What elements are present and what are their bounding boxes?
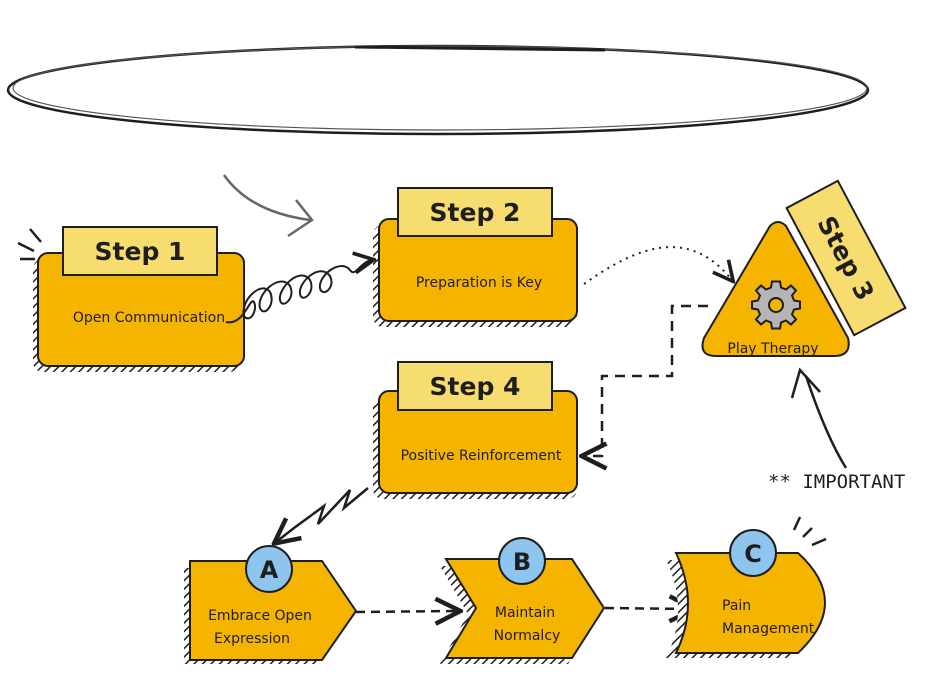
step-1-label: Open Communication (73, 310, 225, 326)
step-3-card[interactable]: Step 3 Play Therapy (701, 179, 907, 357)
substep-b-letter: B (513, 548, 531, 576)
substep-c-letter: C (744, 540, 762, 568)
substep-c-label-line2: Management (722, 621, 815, 637)
substep-b-label-line2: Normalcy (494, 628, 561, 644)
substep-a-label-line1: Embrace Open (208, 608, 312, 624)
connector-step2-step3 (583, 246, 732, 285)
title-ellipse (6, 44, 870, 136)
step-4-tag: Step 4 (430, 372, 521, 401)
step-2-card[interactable]: Step 2 Preparation is Key (373, 187, 578, 327)
connector-step3-step4 (584, 304, 708, 456)
step-3-label: Play Therapy (727, 341, 818, 357)
step-1-card[interactable]: Step 1 Open Communication (33, 226, 245, 372)
substep-a-letter: A (260, 556, 279, 584)
substep-c-label-line1: Pain (722, 598, 751, 614)
step-4-card[interactable]: Step 4 Positive Reinforcement (373, 361, 578, 499)
substep-a-card[interactable]: A Embrace Open Expression (184, 545, 358, 664)
gear-icon (751, 280, 801, 330)
step-4-label: Positive Reinforcement (401, 448, 562, 464)
connector-step1-step2 (225, 260, 372, 324)
substep-c-card[interactable]: C Pain Management (666, 529, 826, 658)
decorative-arrow (222, 174, 314, 238)
substep-a-label-line2: Expression (214, 631, 290, 647)
substep-b-card[interactable]: B Maintain Normalcy (440, 537, 606, 664)
connector-a-b (355, 611, 458, 612)
connector-step4-substep-a (276, 487, 369, 542)
step-2-tag: Step 2 (430, 198, 521, 227)
important-callout: ** IMPORTANT (768, 367, 905, 493)
spark-marks-substep-c (792, 516, 827, 547)
spark-marks-step1 (17, 228, 42, 261)
substep-b-label-line1: Maintain (495, 605, 555, 621)
step-2-label: Preparation is Key (416, 275, 542, 291)
important-note: ** IMPORTANT (768, 471, 905, 493)
step-1-tag: Step 1 (95, 237, 186, 266)
